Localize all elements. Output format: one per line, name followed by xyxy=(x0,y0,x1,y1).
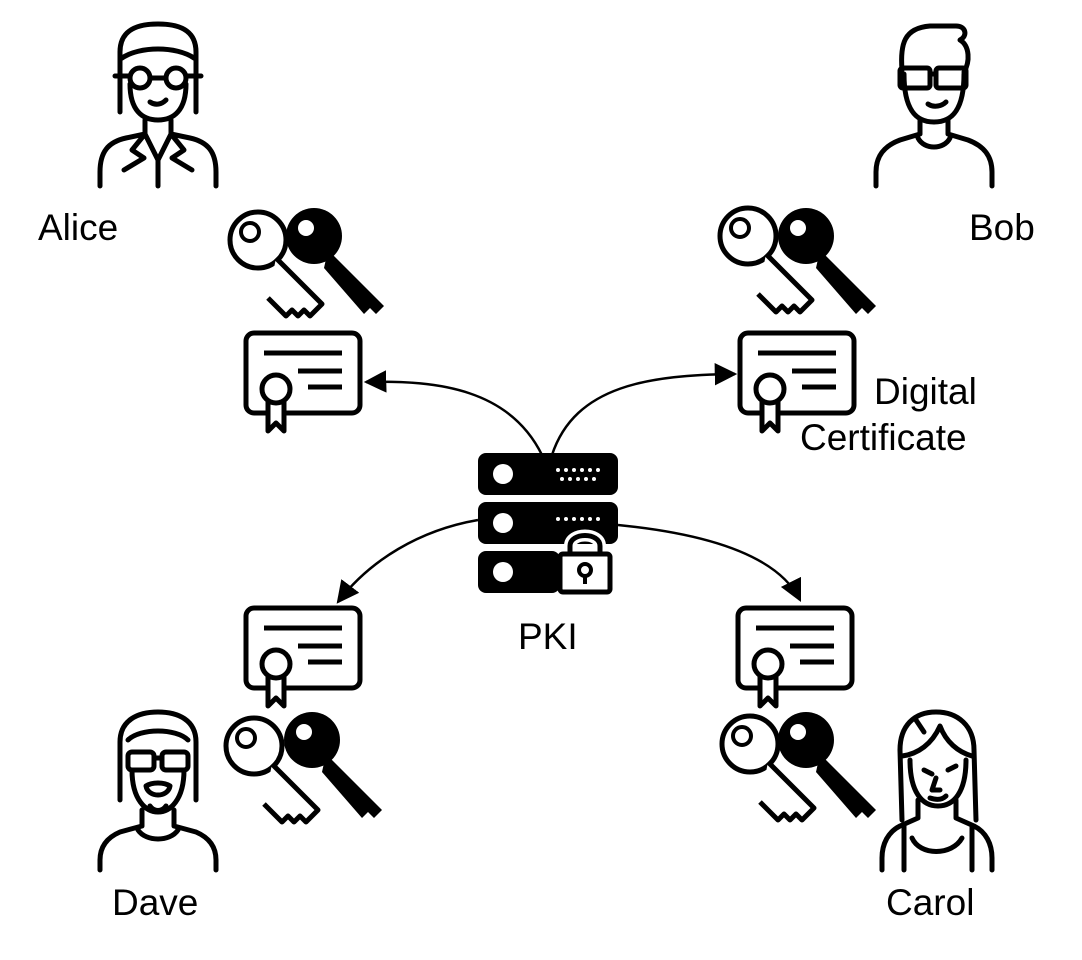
carol-label: Carol xyxy=(886,882,975,923)
arrow-to-dave-cert xyxy=(336,518,479,604)
certificate-icon xyxy=(246,608,360,706)
alice-label: Alice xyxy=(38,207,119,248)
man-glasses-icon xyxy=(873,23,995,189)
certificate-icon xyxy=(246,333,360,431)
key-pair-icon xyxy=(722,712,876,820)
dave-label: Dave xyxy=(112,882,199,923)
woman-glasses-icon xyxy=(97,21,219,189)
key-pair-icon xyxy=(230,208,384,316)
arrow-to-carol-cert xyxy=(617,523,802,603)
digital-certificate-line2: Certificate xyxy=(800,417,967,458)
pki-label: PKI xyxy=(518,616,578,657)
certificate-icon xyxy=(738,608,852,706)
arrow-to-bob-cert xyxy=(550,362,738,456)
man-beard-icon xyxy=(97,709,219,873)
woman-long-hair-icon xyxy=(879,709,995,873)
server-lock-icon xyxy=(478,453,618,595)
digital-certificate-line1: Digital xyxy=(874,371,977,412)
arrow-to-alice-cert xyxy=(363,370,544,456)
digital-certificate-label: Digital Certificate xyxy=(800,369,977,461)
bob-label: Bob xyxy=(969,207,1035,248)
key-pair-icon xyxy=(226,712,382,822)
key-pair-icon xyxy=(720,208,876,314)
